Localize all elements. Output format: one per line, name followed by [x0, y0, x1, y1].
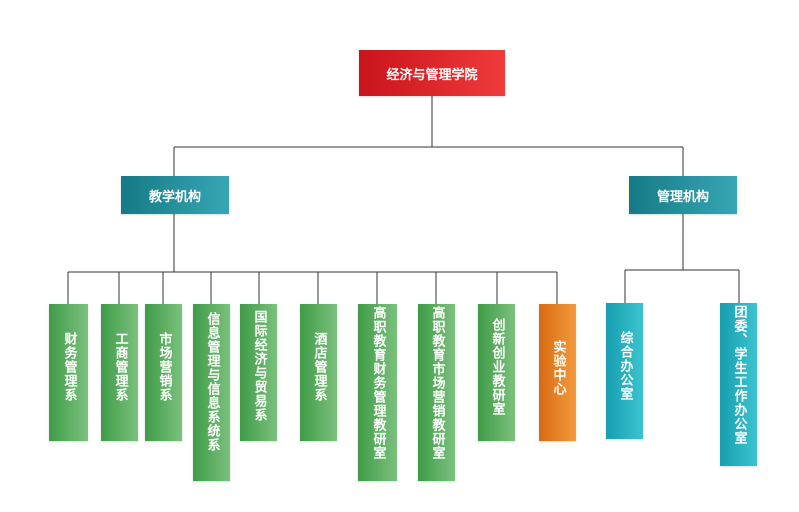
unit-hotel-management: 酒店管理系	[300, 304, 337, 441]
unit-business-administration: 工商管理系	[101, 304, 138, 441]
unit-lab-center: 实验中心	[539, 304, 576, 441]
unit-finance-management: 财务管理系	[49, 304, 88, 441]
unit-marketing: 市场营销系	[145, 304, 182, 441]
unit-information-management: 信息管理与信息系统系	[193, 304, 230, 481]
unit-general-office: 综合办公室	[606, 303, 643, 439]
unit-label: 酒店管理系	[311, 332, 327, 402]
unit-label: 市场营销系	[156, 332, 172, 402]
unit-youth-league-student-affairs: 团委、学生工作办公室	[720, 303, 757, 466]
unit-label: 创新创业教研室	[489, 318, 505, 416]
root-node: 经济与管理学院	[359, 50, 505, 96]
branch-management-label: 管理机构	[656, 189, 709, 205]
unit-label: 综合办公室	[617, 331, 633, 401]
branch-teaching: 教学机构	[121, 176, 229, 214]
unit-label: 财务管理系	[61, 332, 77, 402]
unit-label: 团委、学生工作办公室	[731, 305, 747, 445]
unit-label: 高职教育财务管理教研室	[370, 306, 386, 460]
unit-label: 实验中心	[550, 340, 566, 396]
branch-teaching-label: 教学机构	[148, 189, 201, 205]
unit-label: 国际经济与贸易系	[251, 310, 267, 422]
unit-label: 信息管理与信息系统系	[204, 312, 220, 452]
unit-international-trade: 国际经济与贸易系	[240, 304, 277, 441]
unit-vocational-finance-office: 高职教育财务管理教研室	[358, 304, 397, 481]
unit-label: 工商管理系	[112, 332, 128, 402]
branch-management: 管理机构	[629, 176, 737, 214]
unit-innovation-office: 创新创业教研室	[478, 304, 515, 441]
unit-vocational-marketing-office: 高职教育市场营销教研室	[418, 304, 455, 481]
root-label: 经济与管理学院	[386, 67, 478, 83]
unit-label: 高职教育市场营销教研室	[429, 306, 445, 460]
